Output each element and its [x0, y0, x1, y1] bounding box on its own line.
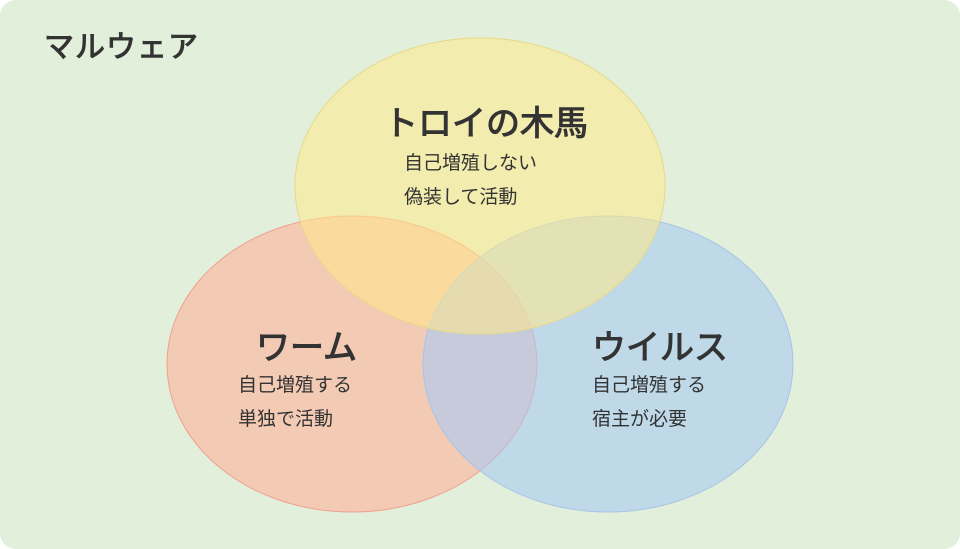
trojan-line-1: 自己増殖しない: [404, 152, 538, 174]
trojan-label: トロイの木馬: [384, 104, 588, 144]
virus-line-2: 宿主が必要: [592, 408, 688, 430]
worm-label: ワーム: [256, 328, 357, 368]
trojan-description: 自己増殖しない 偽装して活動: [404, 146, 537, 214]
virus-line-1: 自己増殖する: [592, 374, 707, 396]
trojan-line-2: 偽装して活動: [404, 186, 518, 208]
trojan-circle: [294, 37, 666, 335]
worm-line-1: 自己増殖する: [238, 374, 353, 396]
virus-label: ウイルス: [592, 328, 728, 368]
panel-title: マルウェア: [44, 30, 199, 65]
worm-description: 自己増殖する 単独で活動: [238, 368, 352, 436]
worm-line-2: 単独で活動: [238, 408, 334, 430]
virus-description: 自己増殖する 宿主が必要: [592, 368, 706, 436]
